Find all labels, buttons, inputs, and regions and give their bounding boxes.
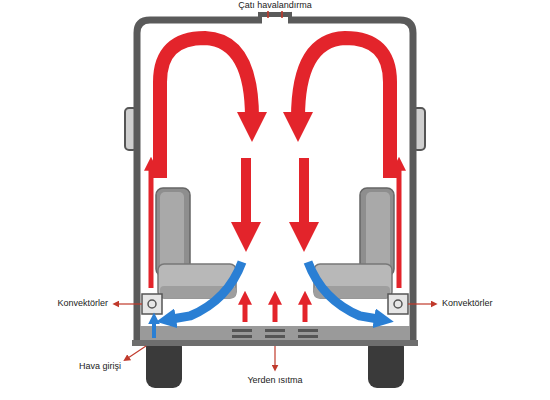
convector-label: Konvektörler xyxy=(55,299,110,309)
cabin-half xyxy=(118,38,252,319)
convector-label: Konvektörler xyxy=(440,299,495,309)
intake-arrow xyxy=(152,322,156,338)
roof-vent-label: Çatı havalandırma xyxy=(236,1,314,11)
leader-line xyxy=(274,346,275,366)
leader-line xyxy=(128,346,146,358)
chassis xyxy=(132,340,418,346)
floor-heating-label: Yerden ısıtma xyxy=(245,376,304,386)
roof-vent xyxy=(258,12,292,17)
air-intake-label: Hava girişi xyxy=(77,362,123,372)
floor-heating-grille xyxy=(232,329,318,338)
heat-arrow xyxy=(245,302,305,322)
